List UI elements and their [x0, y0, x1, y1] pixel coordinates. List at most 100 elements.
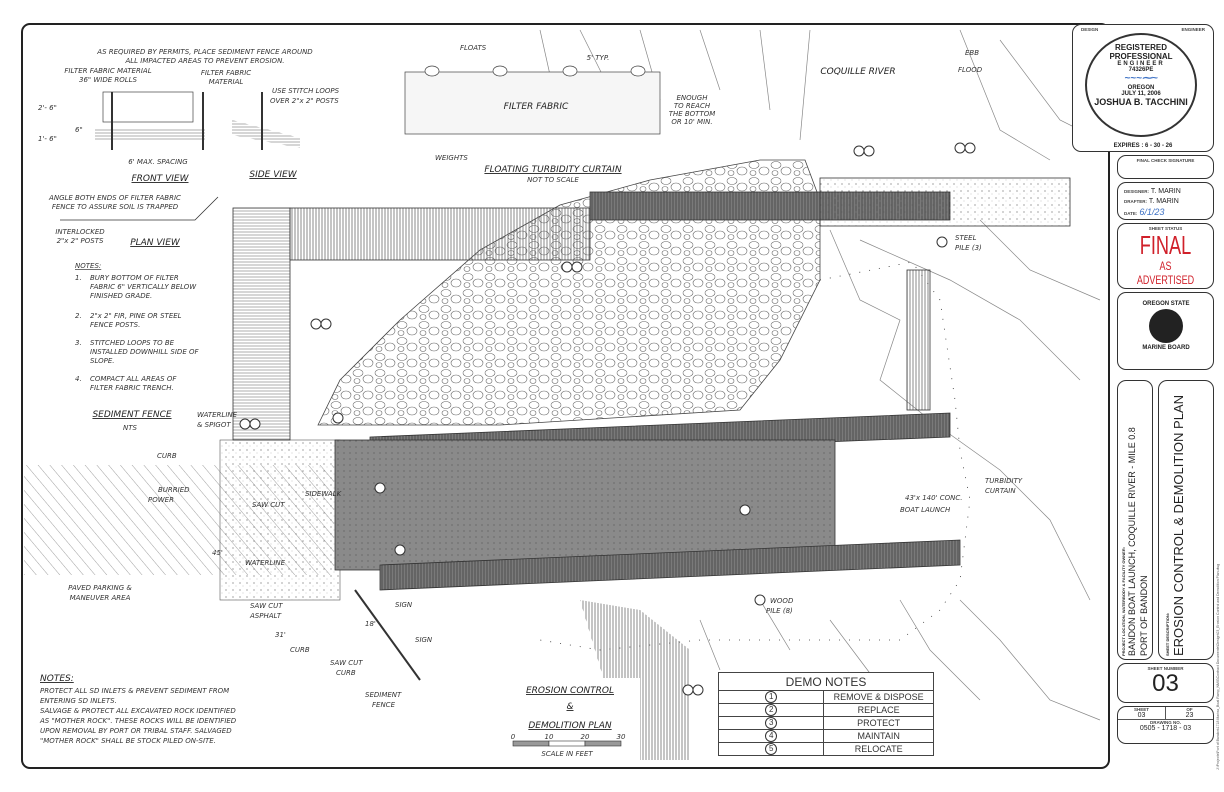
boat-launch-label: BOAT LAUNCH	[900, 506, 951, 514]
osmb-logo: OREGON STATE MARINE BOARD	[1136, 301, 1196, 361]
dim-18: 18'	[365, 620, 376, 628]
svg-text:BURY BOTTOM OF FILTER: BURY BOTTOM OF FILTER	[90, 274, 179, 282]
ebb-label: EBB	[965, 49, 979, 57]
sheet-border	[21, 23, 1110, 769]
paved-parking-label: MANEUVER AREA	[70, 594, 131, 602]
boat-launch-slab	[334, 439, 836, 571]
note-line: UPON REMOVAL BY PORT OR TRIBAL STAFF. SA…	[40, 727, 232, 735]
demo-action: MAINTAIN	[823, 729, 934, 743]
project-label: PROJECT LOCATION, WATERBODY & FACILITY O…	[1121, 546, 1126, 656]
svg-text:FILTER FABRIC TRENCH.: FILTER FABRIC TRENCH.	[90, 384, 174, 392]
depth-label: TO REACH	[674, 102, 711, 110]
waterline-spigot-label: & SPIGOT	[197, 421, 231, 429]
svg-text:3.: 3.	[75, 339, 82, 347]
curb-label: CURB	[157, 452, 177, 460]
filter-fabric-label: FILTER FABRIC	[504, 102, 569, 112]
stamp-date: JULY 11, 2006	[1121, 91, 1161, 97]
status-final: FINAL	[1139, 230, 1192, 260]
stamp-name: JOSHUA B. TACCHINI	[1094, 97, 1188, 107]
sheet-value: 03	[1137, 712, 1146, 719]
general-note-line: AS REQUIRED BY PERMITS, PLACE SEDIMENT F…	[96, 48, 313, 56]
stamp-state: OREGON	[1127, 85, 1155, 91]
drafter-label: DRAFTER:	[1124, 199, 1147, 204]
demo-num: 3	[765, 717, 778, 729]
depth-label: THE BOTTOM	[669, 110, 716, 118]
svg-text:FABRIC 6" VERTICALLY BELOW: FABRIC 6" VERTICALLY BELOW	[90, 283, 197, 291]
side-view-title: SIDE VIEW	[249, 170, 297, 180]
demo-num: 5	[765, 743, 778, 755]
drafter-value: T. MARIN	[1148, 198, 1179, 205]
turbidity-curtain-label: TURBIDITY	[985, 477, 1023, 485]
scale-bar: 0 10 20 30 SCALE IN FEET	[511, 733, 626, 758]
svg-text:2"x 2" FIR, PINE OR STEEL: 2"x 2" FIR, PINE OR STEEL	[90, 312, 182, 320]
fence-notes-title: NOTES:	[75, 262, 101, 270]
front-view-title: FRONT VIEW	[131, 174, 189, 184]
sidewalk-area	[219, 439, 341, 601]
saw-cut-asphalt-label: SAW CUT	[250, 602, 283, 610]
rock-revetment	[317, 159, 821, 426]
final-check-box: FINAL CHECK SIGNATURE	[1117, 155, 1214, 179]
of-label: OF	[1186, 707, 1193, 712]
steel-pile-label: PILE (3)	[955, 244, 982, 252]
turbidity-curtain-detail: FLOATS 5' TYP. FILTER FABRIC ENOUGH TO R…	[404, 44, 716, 184]
dim-bottom: 1'- 6"	[38, 135, 57, 143]
sidewalk-label: SIDEWALK	[305, 490, 343, 498]
svg-text:2.: 2.	[75, 312, 82, 320]
svg-text:INSTALLED DOWNHILL SIDE OF: INSTALLED DOWNHILL SIDE OF	[90, 348, 199, 356]
depth-label: OR 10' MIN.	[671, 118, 712, 126]
dim-45: 45'	[212, 549, 223, 557]
note-line: "MOTHER ROCK" SHALL BE STOCK PILED ON-SI…	[40, 737, 216, 745]
sediment-fence-detail: AS REQUIRED BY PERMITS, PLACE SEDIMENT F…	[38, 48, 340, 432]
fabric-side-label: MATERIAL	[209, 78, 244, 86]
svg-text:COMPACT ALL AREAS OF: COMPACT ALL AREAS OF	[90, 375, 177, 383]
project-box: PROJECT LOCATION, WATERBODY & FACILITY O…	[1117, 380, 1153, 660]
depth-label: ENOUGH	[677, 94, 709, 102]
sign-label-2: SIGN	[415, 636, 433, 644]
stitch-loops-label: OVER 2"x 2" POSTS	[270, 97, 339, 105]
designer-value: T. MARIN	[1150, 188, 1181, 195]
turbidity-curtain-scale: NOT TO SCALE	[527, 176, 579, 184]
engineer-stamp-box: DESIGN ENGINEER REGISTERED PROFESSIONAL …	[1072, 24, 1214, 152]
paved-parking-label: PAVED PARKING &	[68, 584, 132, 592]
stitch-loops-label: USE STITCH LOOPS	[272, 87, 340, 95]
logo-text-bottom: MARINE BOARD	[1142, 345, 1190, 351]
saw-cut-label: SAW CUT	[252, 501, 285, 509]
stamp-top: REGISTERED PROFESSIONAL	[1109, 43, 1173, 61]
plan-title-line: DEMOLITION PLAN	[528, 721, 612, 731]
scale-tick: 0	[511, 733, 516, 741]
turbidity-curtain-title: FLOATING TURBIDITY CURTAIN	[484, 165, 621, 175]
demo-action: PROTECT	[823, 716, 934, 730]
waterline-spigot-label: WATERLINE	[197, 411, 238, 419]
note-line: SALVAGE & PROTECT ALL EXCAVATED ROCK IDE…	[40, 707, 236, 715]
wood-pile-label: WOOD	[770, 597, 794, 605]
design-label: DESIGN	[1081, 27, 1099, 32]
notes-title: NOTES:	[40, 674, 74, 684]
engineer-label: ENGINEER	[1181, 27, 1205, 32]
pile-strip	[906, 269, 931, 411]
flood-label: FLOOD	[958, 66, 983, 74]
curb-label-2: CURB	[290, 646, 310, 654]
keynote-callouts	[239, 142, 976, 696]
svg-text:4.: 4.	[75, 375, 82, 383]
dim-mid: 6"	[75, 126, 83, 134]
contour-lines	[539, 29, 1101, 721]
description-box: SHEET DESCRIPTION: EROSION CONTROL & DEM…	[1158, 380, 1214, 660]
logo-text-top: OREGON STATE	[1142, 301, 1190, 307]
spacing-label: 6' MAX. SPACING	[128, 158, 188, 166]
plan-view-title: PLAN VIEW	[130, 238, 181, 248]
drawing-no: 0505 - 1718 - 03	[1139, 725, 1192, 732]
svg-text:FINISHED GRADE.: FINISHED GRADE.	[90, 292, 152, 300]
plan-title-line: &	[566, 702, 573, 712]
sheet-number-label: SHEET NUMBER	[1147, 666, 1184, 671]
sheet-number: 03	[1152, 670, 1179, 697]
plan-title-block: EROSION CONTROL & DEMOLITION PLAN 0 10 2…	[505, 678, 640, 763]
burried-power-label: POWER	[148, 496, 174, 504]
sediment-fence-title: SEDIMENT FENCE	[92, 410, 171, 420]
